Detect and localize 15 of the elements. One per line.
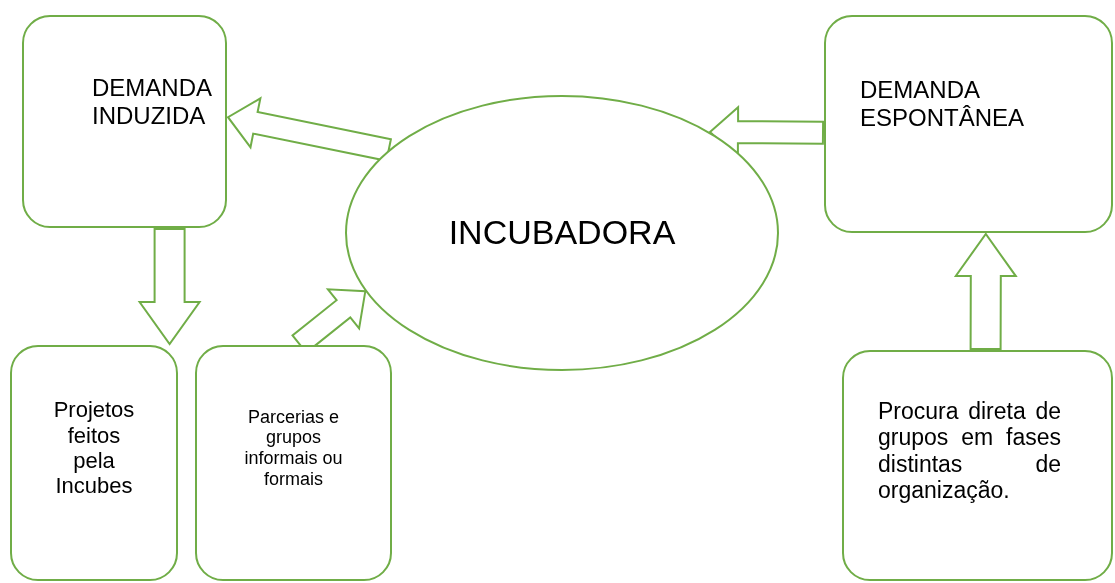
rounded-box: [10, 345, 178, 581]
block-arrow: [137, 228, 202, 346]
node-text: Projetos feitos pela Incubes: [52, 397, 136, 499]
node-text: Procura direta de grupos em fases distintas de organização.: [878, 397, 1061, 504]
rounded-box: [824, 15, 1113, 233]
ellipse-node: [345, 95, 779, 371]
rounded-box: [22, 15, 227, 228]
rounded-box: [195, 345, 392, 581]
node-text: INCUBADORA: [448, 213, 676, 253]
node-text: DEMANDA INDUZIDA: [92, 73, 213, 130]
node-text: DEMANDA ESPONTÂNEA: [860, 76, 1026, 132]
block-arrow: [953, 232, 1018, 350]
rounded-box: [842, 350, 1113, 581]
node-text: Parcerias e grupos informais ou formais: [243, 406, 344, 490]
block-arrow: [226, 96, 393, 162]
